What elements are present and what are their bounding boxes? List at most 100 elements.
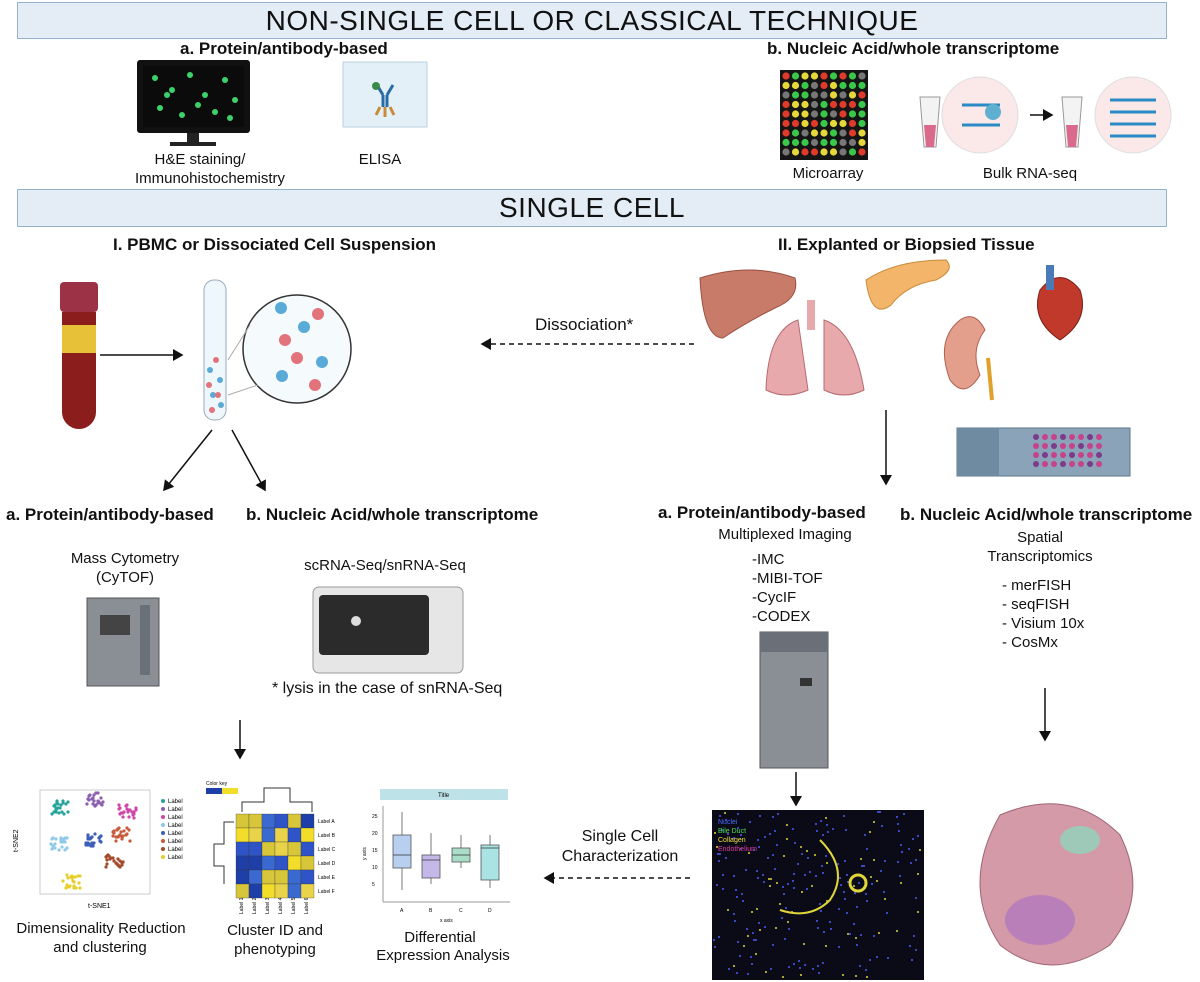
microarray-spot xyxy=(858,100,866,109)
tsne-point xyxy=(60,845,64,849)
tissue-nucleus xyxy=(775,927,777,929)
heart-icon xyxy=(1037,265,1083,341)
microarray-spot xyxy=(801,91,809,99)
tissue-nucleus xyxy=(722,888,724,890)
tissue-nucleus xyxy=(866,848,868,850)
tissue-nucleus xyxy=(743,945,745,947)
tissue-nucleus xyxy=(815,875,817,877)
tsne-point xyxy=(86,837,90,841)
tissue-nucleus xyxy=(742,900,744,902)
heatmap-row-label: Label F xyxy=(318,889,335,895)
tsne-point xyxy=(86,797,90,801)
slide-spot xyxy=(1042,452,1048,458)
boxplot-y-tick: 10 xyxy=(372,865,378,871)
microscope-monitor-icon xyxy=(137,60,250,146)
slide-spot xyxy=(1060,434,1066,440)
tsne-point xyxy=(130,810,134,814)
microarray-spot xyxy=(801,119,809,128)
microarray-spot xyxy=(801,72,809,80)
tsne-point xyxy=(61,879,65,883)
microarray-spot xyxy=(791,81,800,90)
tissue-nucleus xyxy=(817,927,819,929)
slide-spot xyxy=(1051,434,1057,440)
tissue-nucleus xyxy=(737,941,739,943)
blood-tube-icon xyxy=(60,282,184,429)
tissue-nucleus xyxy=(784,938,786,940)
tsne-point xyxy=(122,810,126,814)
tissue-nucleus xyxy=(913,935,915,937)
tissue-nucleus xyxy=(880,870,882,872)
heatmap-key-label: Color key xyxy=(206,781,228,787)
heatmap-cell xyxy=(261,869,276,885)
spatial-label-1: Spatial xyxy=(1017,529,1063,546)
boxplot-x-tick: B xyxy=(429,908,433,914)
tissue-nucleus xyxy=(849,933,851,935)
microarray-spot xyxy=(829,100,838,109)
slide-spot xyxy=(1033,461,1039,467)
tsne-point xyxy=(96,799,100,803)
tsne-point xyxy=(111,830,115,834)
microarray-spot xyxy=(858,72,866,80)
tissue-nucleus xyxy=(846,874,848,876)
microarray-spot xyxy=(801,138,809,147)
microarray-spot xyxy=(858,119,866,128)
tsne-legend-label: Label xyxy=(168,831,183,837)
tissue-nucleus xyxy=(758,846,760,848)
tissue-nucleus xyxy=(869,831,871,833)
heatmap-cell xyxy=(261,813,276,829)
tissue-nucleus xyxy=(863,865,865,867)
dimred-label-1: Dimensionality Reduction xyxy=(16,920,186,937)
tissue-nucleus xyxy=(870,876,872,878)
tissue-nucleus xyxy=(752,932,754,934)
microarray-spot xyxy=(782,110,790,118)
heatmap-cell xyxy=(287,813,302,829)
heatmap-row-label: Label C xyxy=(318,847,336,853)
tissue-nucleus xyxy=(713,939,715,941)
slide-spot xyxy=(1042,461,1048,467)
heatmap-cell xyxy=(274,827,289,843)
tissue-nucleus xyxy=(745,869,747,871)
microarray-spot xyxy=(820,148,828,156)
tissue-nucleus xyxy=(919,849,921,851)
microarray-spot xyxy=(848,138,857,147)
tissue-nucleus xyxy=(811,885,813,887)
tissue-nucleus xyxy=(866,976,868,978)
tissue-nucleus xyxy=(873,821,875,823)
tissue-nucleus xyxy=(719,815,721,817)
heatmap-cell xyxy=(248,869,263,885)
tissue-nucleus xyxy=(770,968,772,970)
heatmap-col-label: Label 5 xyxy=(291,897,297,914)
slide-spot xyxy=(1087,434,1093,440)
tsne-point xyxy=(105,858,109,862)
tissue-nucleus xyxy=(777,813,779,815)
tissue-nucleus xyxy=(853,885,855,887)
heatmap-cell xyxy=(261,883,276,899)
imaging-method: -CycIF xyxy=(752,589,797,606)
heatmap-col-label: Label 3 xyxy=(265,897,271,914)
tissue-nucleus xyxy=(783,893,785,895)
microarray-spot xyxy=(810,119,819,128)
tissue-nucleus xyxy=(803,943,805,945)
tissue-nucleus xyxy=(897,823,899,825)
microarray-spot xyxy=(829,72,838,80)
tissue-nucleus xyxy=(747,935,749,937)
tissue-nucleus xyxy=(774,868,776,870)
microarray-spot xyxy=(820,110,828,118)
microarray-spot xyxy=(810,129,819,137)
tissue-nucleus xyxy=(717,853,719,855)
tissue-nucleus xyxy=(767,857,769,859)
tsne-point xyxy=(50,837,54,841)
tsne-point xyxy=(65,883,69,887)
tissue-nucleus xyxy=(740,848,742,850)
microarray-spot xyxy=(810,138,819,147)
slide-spot xyxy=(1078,452,1084,458)
tissue-nucleus xyxy=(878,932,880,934)
microarray-spot xyxy=(858,81,866,90)
heatmap-cell xyxy=(287,855,302,871)
tsne-point xyxy=(104,865,108,869)
tsne-point xyxy=(120,837,124,841)
boxplot-box xyxy=(480,844,500,881)
heatmap-cell xyxy=(274,813,289,829)
tissue-nucleus xyxy=(909,945,911,947)
slide-spot xyxy=(1051,443,1057,449)
